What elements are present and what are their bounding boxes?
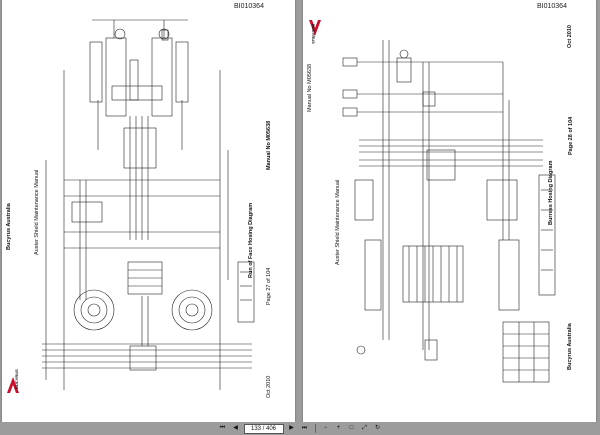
right-page: BI010364 Oct 2010 Page 28 of 104 Burress… — [303, 0, 596, 422]
doc-id: BI010364 — [234, 3, 264, 10]
toolbar-divider — [314, 424, 316, 433]
doc-id: BI010364 — [537, 3, 567, 10]
fullscreen-icon[interactable]: ⤢ — [362, 425, 367, 431]
page-navigation-toolbar: ⏮ ◀ 133 / 406 ▶ ⏭ − + □ ⤢ ↻ — [0, 422, 600, 435]
hosing-diagram-left — [42, 19, 255, 390]
hosing-diagram-right — [342, 40, 556, 383]
fit-page-icon[interactable]: □ — [349, 425, 354, 431]
svg-text:BUCYRUS: BUCYRUS — [311, 24, 316, 44]
zoom-out-icon[interactable]: − — [323, 425, 328, 431]
previous-page-icon[interactable]: ◀ — [233, 425, 238, 431]
last-page-icon[interactable]: ⏭ — [301, 425, 308, 431]
left-page: BI010364 Bucyrus Australia Auster Shield… — [2, 0, 295, 422]
zoom-in-icon[interactable]: + — [336, 425, 341, 431]
page-number-field[interactable]: 133 / 406 — [243, 423, 284, 434]
first-page-icon[interactable]: ⏮ — [219, 425, 226, 431]
svg-text:BUCYRUS: BUCYRUS — [14, 369, 19, 389]
rotate-icon[interactable]: ↻ — [374, 425, 381, 431]
bucyrus-logo: BUCYRUS — [309, 20, 321, 44]
bucyrus-logo: BUCYRUS — [7, 369, 19, 393]
next-page-icon[interactable]: ▶ — [289, 425, 294, 431]
